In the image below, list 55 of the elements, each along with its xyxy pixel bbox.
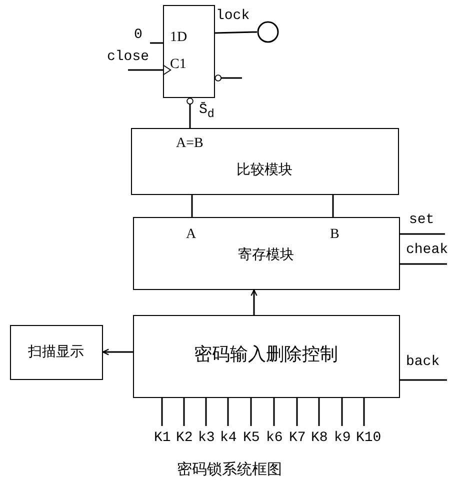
signal-label: cheak [406,243,448,257]
connector-line [273,398,275,426]
signal-label: K2 [176,431,193,445]
signal-label: K1 [154,431,171,445]
connector-line [332,195,334,217]
arrow [102,348,133,356]
pin-label: 1D [170,31,188,45]
module-box [133,315,400,398]
module-title: 比较模块 [236,163,294,177]
connector-line [205,398,207,426]
connector-line [150,42,163,44]
connector-line [400,379,447,381]
connector-line [227,398,229,426]
arrow [128,64,172,76]
signal-label: k9 [334,431,351,445]
signal-label: K10 [356,431,382,445]
port-label: B [330,228,340,242]
connector-line [161,398,163,426]
connector-line [400,263,447,265]
signal-label: close [107,50,150,64]
signal-label: lock [216,9,250,23]
connector-line [400,233,445,235]
port-label: A=B [176,137,204,151]
signal-label: K8 [311,431,328,445]
connector-line [318,398,320,426]
flip-flop-box [163,5,215,98]
module-box [131,128,399,195]
signal-label: 0 [134,28,142,42]
inverted-signal-line [186,98,194,128]
pin-label: C1 [170,58,186,72]
module-box [133,217,400,290]
module-title: 扫描显示 [27,345,85,359]
signal-label: k6 [266,431,283,445]
signal-label: back [406,355,440,369]
signal-label: K5 [243,431,260,445]
connector-line [363,398,365,426]
signal-label: set [409,213,434,227]
signal-label: K7 [289,431,306,445]
connector-line [191,195,193,217]
signal-label: k3 [198,431,215,445]
connector-line [183,398,185,426]
connector-line [214,31,258,34]
lamp-circle [257,21,279,43]
display-box [10,325,103,380]
signal-label: S̄$_{d}$ [199,103,214,120]
signal-label: k4 [220,431,237,445]
module-title: 密码输入删除控制 [193,346,339,364]
connector-line [296,398,298,426]
connector-line [341,398,343,426]
connector-line [250,398,252,426]
module-title: 寄存模块 [237,248,295,262]
arrow [250,289,258,315]
inverted-signal-line [214,74,242,82]
port-label: A [186,228,196,242]
caption: 密码锁系统框图 [176,462,283,477]
